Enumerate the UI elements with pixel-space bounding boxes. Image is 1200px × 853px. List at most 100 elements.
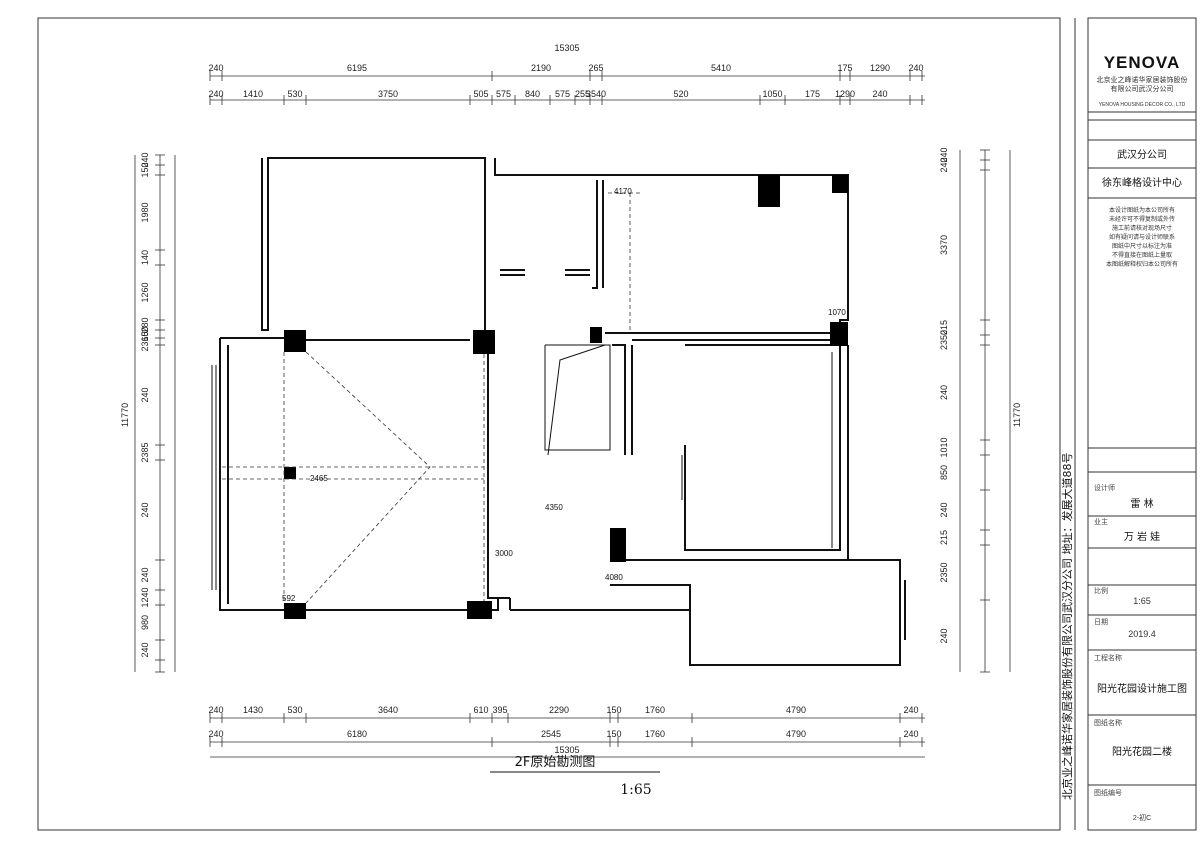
dim-value: 3640	[378, 705, 398, 715]
dim-value: 280	[140, 317, 150, 332]
dim-value: 2360	[140, 331, 150, 351]
floor-plan-walls	[211, 157, 906, 666]
note-line: 如有疑问请与设计师联系	[1109, 233, 1175, 241]
annotation-height: 4170	[614, 187, 632, 196]
dim-value: 240	[208, 89, 223, 99]
dim-value: 6195	[347, 63, 367, 73]
beam-dashed-lines	[222, 192, 640, 604]
dim-value: 240	[903, 729, 918, 739]
structural-columns	[284, 175, 848, 619]
dim-value: 1240	[140, 587, 150, 607]
dim-value: 240	[939, 502, 949, 517]
company-name-line2: 有限公司武汉分公司	[1111, 84, 1174, 93]
note-line: 图纸中尺寸以标注为准	[1112, 242, 1172, 250]
left-dimensions	[134, 155, 176, 672]
client-label: 业主	[1094, 517, 1108, 526]
dim-value: 3370	[939, 235, 949, 255]
right-total-dim: 11770	[1012, 403, 1022, 427]
note-line: 不得直接在图纸上量取	[1112, 251, 1172, 259]
dim-value: 520	[673, 89, 688, 99]
dim-value: 5410	[711, 63, 731, 73]
dim-value: 215	[939, 320, 949, 335]
dim-value: 2385	[140, 442, 150, 462]
branch-name: 武汉分公司	[1117, 148, 1167, 161]
dim-value: 240	[939, 628, 949, 643]
dim-value: 2190	[531, 63, 551, 73]
dim-value: 240	[208, 705, 223, 715]
annotation-height: 592	[282, 594, 296, 603]
dim-value: 240	[208, 63, 223, 73]
drawing-title: 2F原始勘测图	[515, 755, 596, 770]
title-block: YENOVA 北京业之峰诺华家居装饰股份 有限公司武汉分公司 YENOVA HO…	[1060, 53, 1196, 822]
dim-value: 840	[525, 89, 540, 99]
dim-value: 1760	[645, 729, 665, 739]
dim-value: 610	[473, 705, 488, 715]
dim-value: 1290	[835, 89, 855, 99]
notes-block: 本设计图纸为本公司所有 未经许可不得复制或外传 施工前请核对现场尺寸 如有疑问请…	[1106, 206, 1178, 268]
drawing-scale: 1:65	[620, 782, 651, 798]
dim-value: 3540	[586, 89, 606, 99]
dim-value: 240	[903, 705, 918, 715]
annotation-height: 3000	[495, 549, 513, 558]
dim-value: 240	[140, 642, 150, 657]
dim-value: 505	[473, 89, 488, 99]
company-name-en: YENOVA HOUSING DECOR CO., LTD	[1099, 102, 1186, 108]
annotation-height: 1070	[828, 308, 846, 317]
dim-value: 4790	[786, 729, 806, 739]
annotation-height: 2465	[310, 474, 328, 483]
drawing-frame	[37, 17, 1061, 831]
dim-value: 2350	[939, 562, 949, 582]
note-line: 未经许可不得复制或外传	[1109, 215, 1175, 223]
dim-value: 240	[208, 729, 223, 739]
drawing-number: 2-初C	[1133, 813, 1151, 822]
tb-date: 2019.4	[1128, 629, 1156, 639]
drawing-name: 阳光花园二楼	[1112, 745, 1172, 758]
title-block-frame	[1087, 17, 1197, 831]
dim-value: 395	[492, 705, 507, 715]
drawing-label: 图纸名称	[1094, 718, 1122, 727]
left-total-dim: 11770	[120, 403, 130, 427]
dim-value: 150	[606, 729, 621, 739]
bottom-dimensions	[210, 717, 925, 758]
dim-value: 6180	[347, 729, 367, 739]
dim-value: 215	[939, 530, 949, 545]
bottom-total-dim: 15305	[554, 745, 579, 755]
dim-value: 255	[575, 89, 590, 99]
left-dim-row: 2401501980140126028015023602402385240240…	[140, 152, 165, 673]
dim-value: 1760	[645, 705, 665, 715]
top-dimensions	[210, 75, 925, 101]
dim-value: 1430	[243, 705, 263, 715]
annotation-height: 4080	[605, 573, 623, 582]
dim-value: 850	[939, 465, 949, 480]
dim-value: 240	[939, 147, 949, 162]
dim-value: 2290	[549, 705, 569, 715]
dim-value: 240	[140, 567, 150, 582]
dim-value: 240	[908, 63, 923, 73]
dim-value: 240	[140, 502, 150, 517]
dim-value: 980	[140, 615, 150, 630]
number-label: 图纸编号	[1094, 788, 1122, 797]
annotation-height: 4350	[545, 503, 563, 512]
dim-value: 175	[805, 89, 820, 99]
note-line: 施工前请核对现场尺寸	[1112, 224, 1172, 232]
dim-value: 150	[140, 326, 150, 341]
dim-value: 575	[496, 89, 511, 99]
dim-value: 2350	[939, 330, 949, 350]
dim-value: 1410	[243, 89, 263, 99]
dim-value: 240	[140, 387, 150, 402]
project-name: 阳光花园设计施工图	[1097, 682, 1187, 695]
dim-value: 1050	[762, 89, 782, 99]
dim-value: 175	[837, 63, 852, 73]
company-logo: YENOVA	[1104, 53, 1181, 72]
top-total-dim: 15305	[554, 43, 579, 53]
company-name-line1: 北京业之峰诺华家居装饰股份	[1097, 75, 1188, 84]
project-label: 工程名称	[1094, 653, 1122, 662]
company-address-vertical: 北京业之峰诺华家居装饰股份有限公司武汉分公司 地址：发展大道88号	[1060, 453, 1074, 801]
dim-value: 530	[287, 705, 302, 715]
